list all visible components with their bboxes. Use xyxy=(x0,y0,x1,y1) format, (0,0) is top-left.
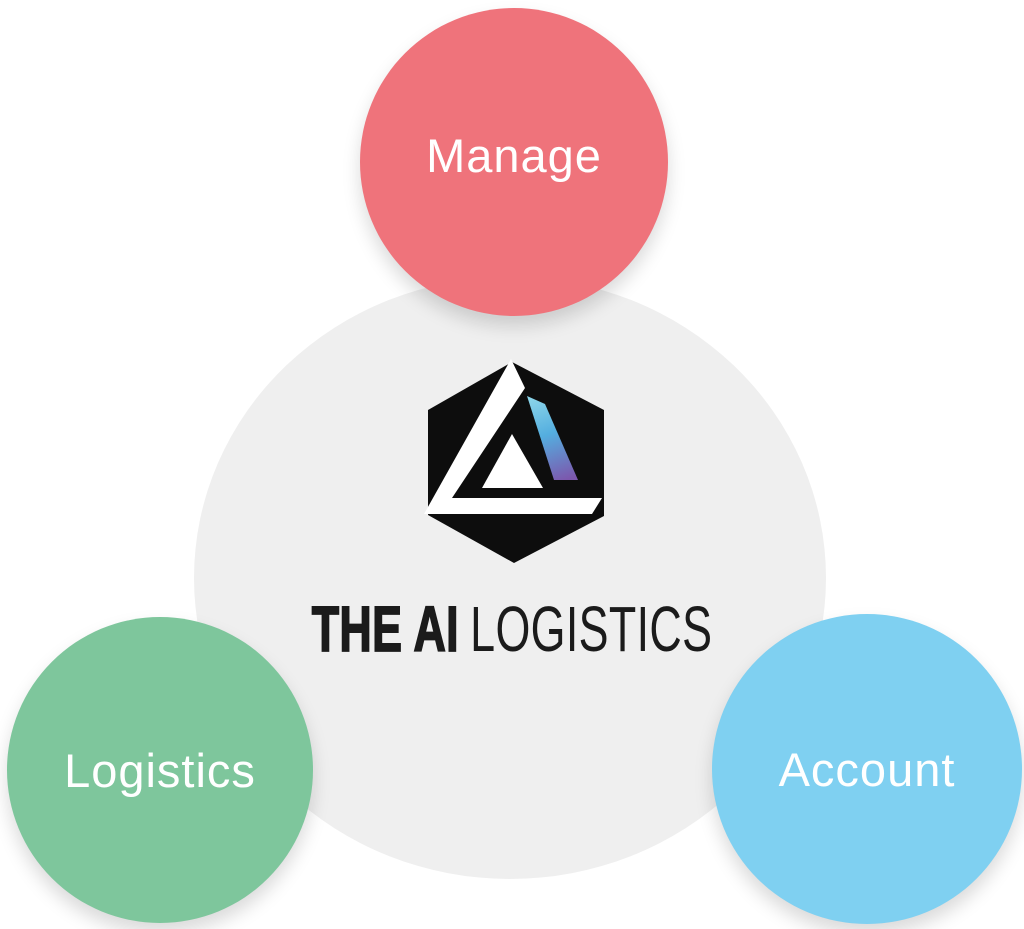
brand-logo-icon xyxy=(424,359,604,563)
node-manage-label: Manage xyxy=(426,128,602,182)
brand-wordmark-bold: THE AI xyxy=(311,593,459,665)
brand-wordmark-light: LOGISTICS xyxy=(470,593,713,665)
logo-triangle-outline xyxy=(424,359,602,514)
node-circle-manage: Manage xyxy=(360,8,668,316)
node-logistics-label: Logistics xyxy=(64,743,256,797)
node-circle-account: Account xyxy=(712,614,1022,924)
logo-inner-triangle xyxy=(482,434,543,488)
logo-gradient-stripe xyxy=(527,396,578,480)
node-account-label: Account xyxy=(778,742,956,796)
node-circle-logistics: Logistics xyxy=(7,617,313,923)
